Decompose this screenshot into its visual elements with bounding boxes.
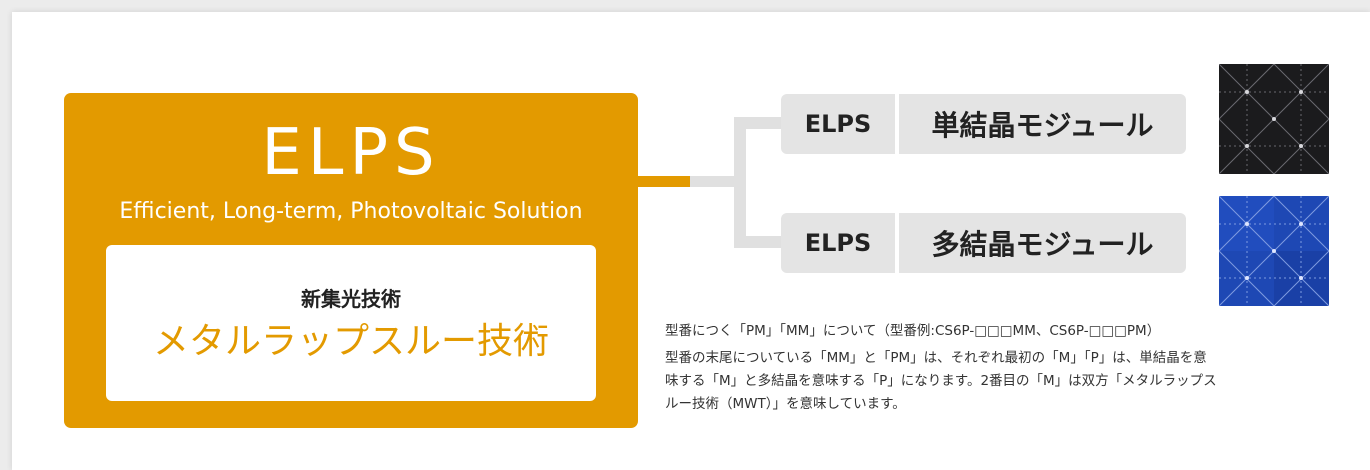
mono-cell-texture-icon <box>1219 64 1329 174</box>
technology-label: 新集光技術 <box>301 287 401 311</box>
branch-poly-left-label: ELPS <box>781 213 895 273</box>
connector-gray-bottom-arm <box>734 236 784 248</box>
connector-orange-segment <box>638 176 690 187</box>
connector-gray-vertical <box>734 117 746 248</box>
main-title: ELPS <box>261 116 441 190</box>
model-number-note-line-2: 味する「M」と多結晶を意味する「P」になります。2番目の「M」は双方「メタルラッ… <box>665 373 1217 389</box>
elps-main-box: ELPS Efficient, Long-term, Photovoltaic … <box>64 93 638 428</box>
model-number-heading: 型番につく「PM」「MM」について（型番例:CS6P-□□□MM、CS6P-□□… <box>665 323 1161 339</box>
main-subtitle: Efficient, Long-term, Photovoltaic Solut… <box>119 199 583 224</box>
connector-gray-stem <box>690 176 734 187</box>
connector-gray-top-arm <box>734 117 784 129</box>
technology-box: 新集光技術 メタルラップスルー技術 <box>106 245 596 401</box>
branch-mono-left-label: ELPS <box>781 94 895 154</box>
model-number-note-line-1: 型番の末尾についている「MM」と「PM」は、それぞれ最初の「M」「P」は、単結晶… <box>665 350 1207 366</box>
branch-poly-right-label: 多結晶モジュール <box>899 213 1186 273</box>
model-number-note-line-3: ルー技術（MWT）」を意味しています。 <box>665 396 906 412</box>
poly-cell-texture-icon <box>1219 196 1329 306</box>
branch-mono-right-label: 単結晶モジュール <box>899 94 1186 154</box>
technology-name: メタルラップスルー技術 <box>152 321 549 362</box>
